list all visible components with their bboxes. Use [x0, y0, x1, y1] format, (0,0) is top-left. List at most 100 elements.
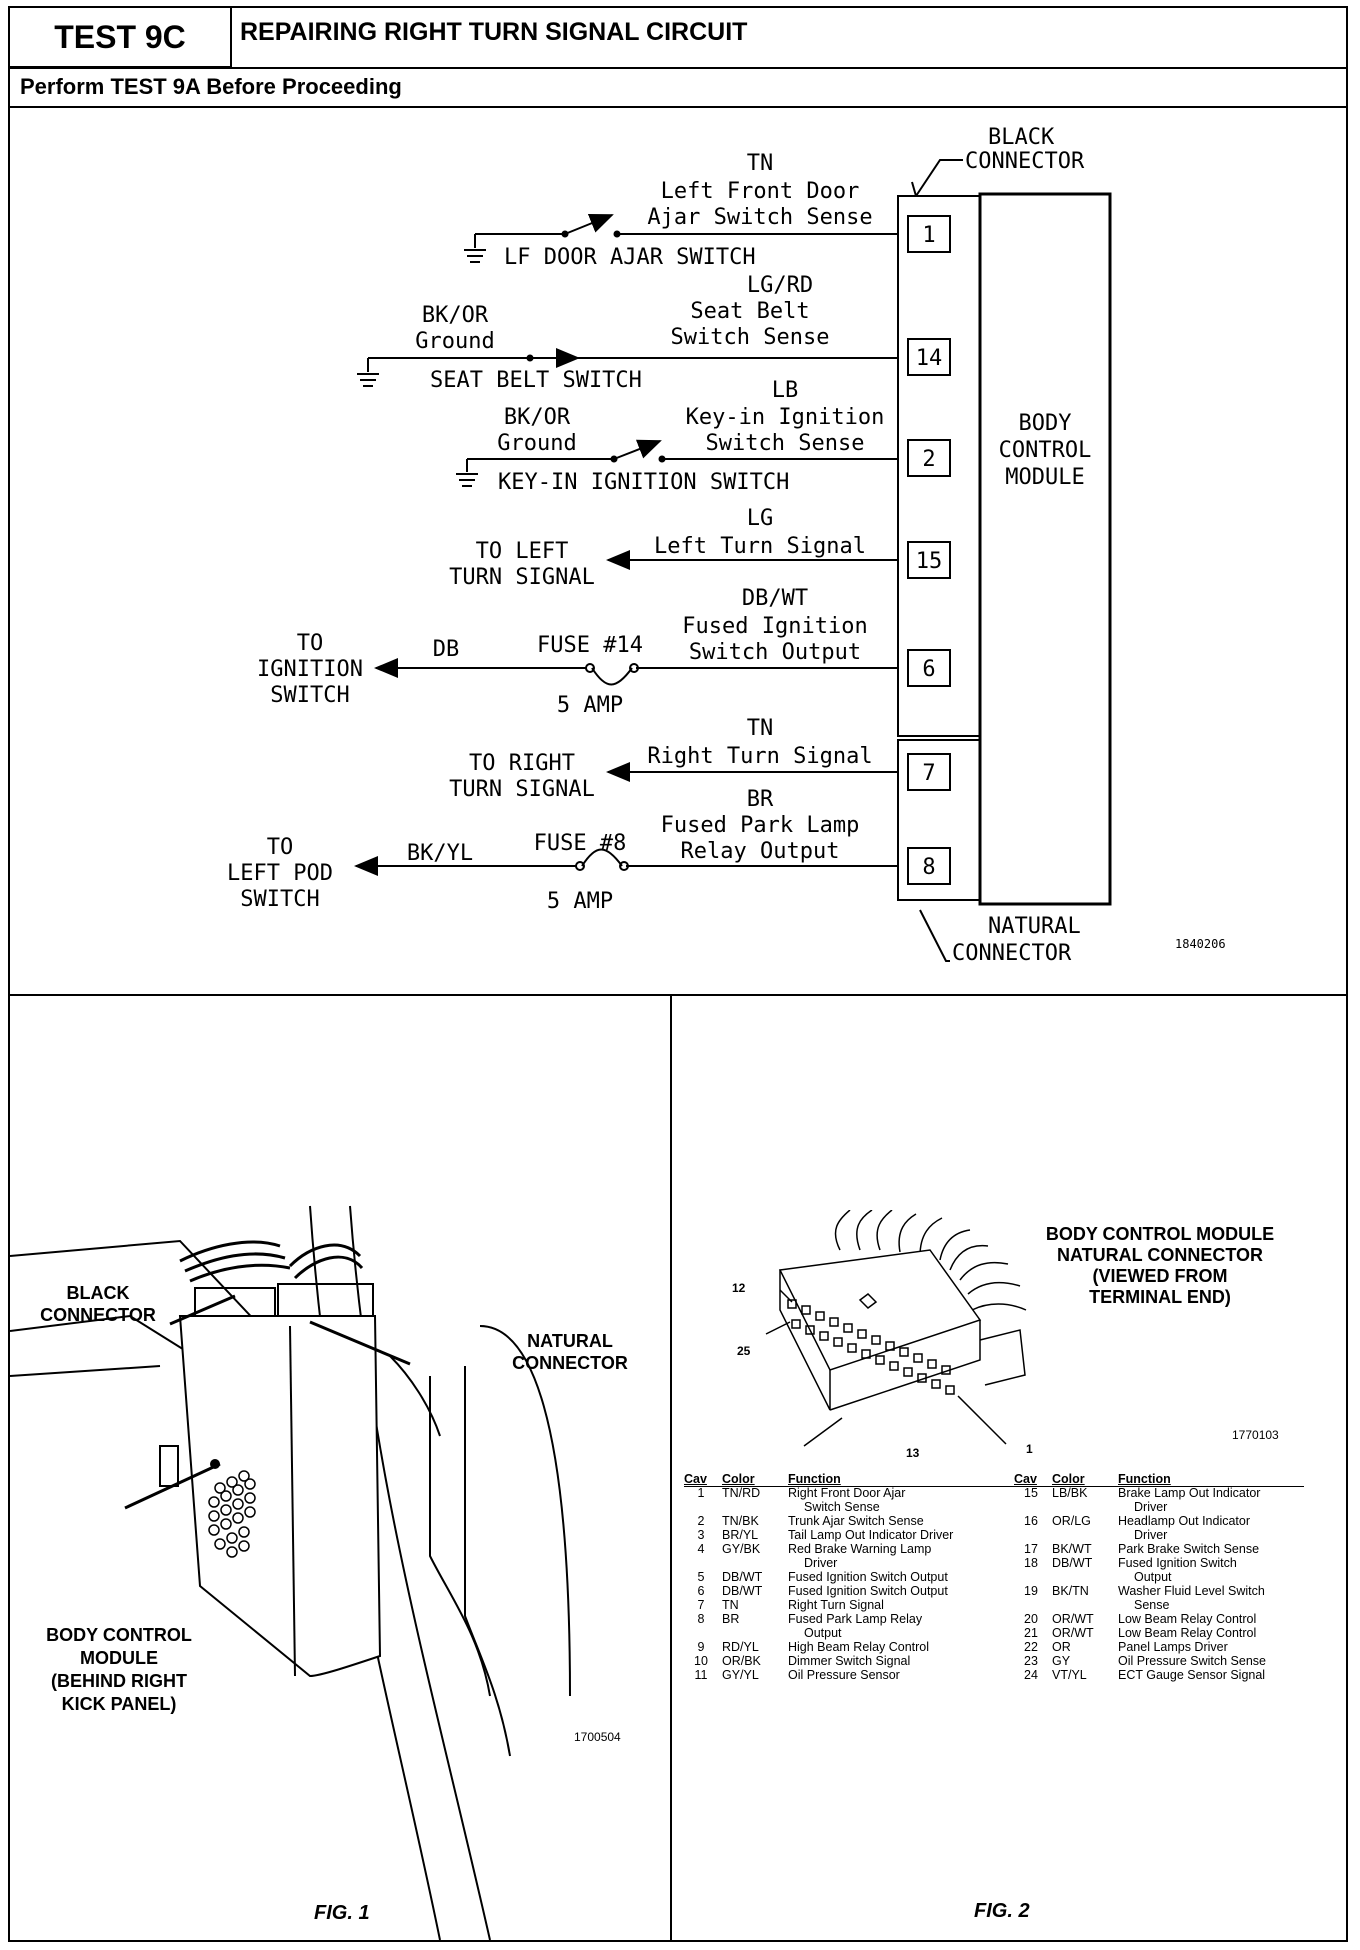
fig1-label-module: (BEHIND RIGHT	[51, 1671, 187, 1691]
cav-cell: 21	[1024, 1626, 1038, 1640]
fig2-title: BODY CONTROL MODULE	[1045, 1224, 1275, 1244]
table-row: 2 TN/BK Trunk Ajar Switch Sense	[684, 1514, 957, 1528]
function-text: Fused Ignition Switch Output	[788, 1570, 948, 1584]
function-text: Headlamp Out Indicator	[1118, 1514, 1251, 1528]
cav-cell: 15	[1024, 1486, 1038, 1500]
function-cell: High Beam Relay Control	[788, 1640, 957, 1654]
pin-number: 6	[922, 657, 935, 682]
fig2-title: NATURAL CONNECTOR	[1057, 1245, 1263, 1265]
function-cell: ECT Gauge Sensor Signal	[1118, 1668, 1270, 1682]
function-text: Right Front Door Ajar	[788, 1486, 906, 1500]
module-label: BODY	[1019, 411, 1072, 436]
color-cell: RD/YL	[722, 1640, 759, 1654]
wire-color: DB	[433, 637, 460, 662]
function-text: Low Beam Relay Control	[1118, 1612, 1257, 1626]
destination-label: TO	[297, 631, 324, 656]
function-cell: Trunk Ajar Switch Sense	[788, 1514, 957, 1528]
color-cell: BK/WT	[1052, 1542, 1092, 1556]
divider	[670, 994, 672, 1942]
fig1-label-module: BODY CONTROL	[46, 1625, 192, 1645]
fig1-label-natural-connector: NATURAL	[527, 1331, 613, 1351]
destination-label: TO	[267, 835, 294, 860]
color-cell: GY	[1052, 1654, 1071, 1668]
wire-color: TN	[747, 151, 774, 176]
device-label: LF DOOR AJAR SWITCH	[504, 245, 756, 270]
function-cell: Fused Ignition Switch Output	[788, 1570, 957, 1584]
fuse-rating: 5 AMP	[547, 889, 613, 914]
cav-cell: 7	[697, 1598, 705, 1612]
function-text-cont: Driver	[1134, 1528, 1168, 1542]
ground-label: Ground	[497, 431, 576, 456]
destination-label: SWITCH	[270, 683, 349, 708]
circuit-function: Switch Sense	[671, 325, 830, 350]
cav-cell: 9	[697, 1640, 705, 1654]
page-title: REPAIRING RIGHT TURN SIGNAL CIRCUIT	[240, 18, 748, 46]
function-text: Brake Lamp Out Indicator	[1118, 1486, 1261, 1500]
pin-number: 15	[916, 549, 943, 574]
function-cell: Fused Ignition Switch Output	[788, 1584, 957, 1598]
cav-cell: 2	[697, 1514, 705, 1528]
pin-label-25: 25	[737, 1344, 751, 1358]
circuit-function: Left Turn Signal	[654, 534, 866, 559]
cav-cell: 18	[1024, 1556, 1038, 1570]
color-cell: DB/WT	[722, 1584, 763, 1598]
fig1-label-module: KICK PANEL)	[61, 1694, 177, 1714]
fig2-ref: 1770103	[1232, 1428, 1279, 1442]
col-header: Color	[1052, 1472, 1085, 1486]
function-text-cont: Driver	[1134, 1500, 1168, 1514]
connector-label: BLACK	[988, 125, 1055, 150]
pin-number: 2	[922, 447, 935, 472]
divider	[8, 994, 1348, 996]
color-cell: TN/RD	[722, 1486, 761, 1500]
circuit-function: Fused Park Lamp	[661, 813, 860, 838]
fig2-title: (VIEWED FROM	[1092, 1266, 1228, 1286]
cav-cell: 11	[694, 1668, 708, 1682]
function-text: Washer Fluid Level Switch	[1118, 1584, 1265, 1598]
function-text: Park Brake Switch Sense	[1118, 1542, 1260, 1556]
cav-cell: 4	[697, 1542, 705, 1556]
color-cell: GY/YL	[722, 1668, 759, 1682]
pin-label-1: 1	[1026, 1442, 1033, 1456]
function-cell: Oil Pressure Switch Sense	[1118, 1654, 1270, 1668]
pin-number: 8	[922, 855, 935, 880]
ground-label: Ground	[415, 329, 494, 354]
color-cell: TN/BK	[722, 1514, 759, 1528]
color-cell: OR	[1052, 1640, 1071, 1654]
destination-label: TO LEFT	[476, 539, 569, 564]
cav-cell: 24	[1024, 1668, 1038, 1682]
cav-cell: 1	[697, 1486, 705, 1500]
destination-label: LEFT POD	[227, 861, 333, 886]
page-subtitle: Perform TEST 9A Before Proceeding	[20, 74, 402, 99]
module-label: CONTROL	[999, 438, 1092, 463]
fig1-label-black-connector: BLACK	[66, 1283, 130, 1303]
color-cell: DB/WT	[722, 1570, 763, 1584]
function-text: Fused Ignition Switch Output	[788, 1584, 948, 1598]
function-text: Panel Lamps Driver	[1118, 1640, 1228, 1654]
function-text: Oil Pressure Switch Sense	[1118, 1654, 1266, 1668]
pin-number: 7	[922, 761, 935, 786]
cav-cell: 19	[1024, 1584, 1038, 1598]
circuit-function: Ajar Switch Sense	[647, 205, 872, 230]
cav-cell: 8	[697, 1612, 705, 1626]
color-cell: TN	[722, 1598, 739, 1612]
connector-label: NATURAL	[988, 914, 1081, 939]
cav-cell: 22	[1024, 1640, 1038, 1654]
